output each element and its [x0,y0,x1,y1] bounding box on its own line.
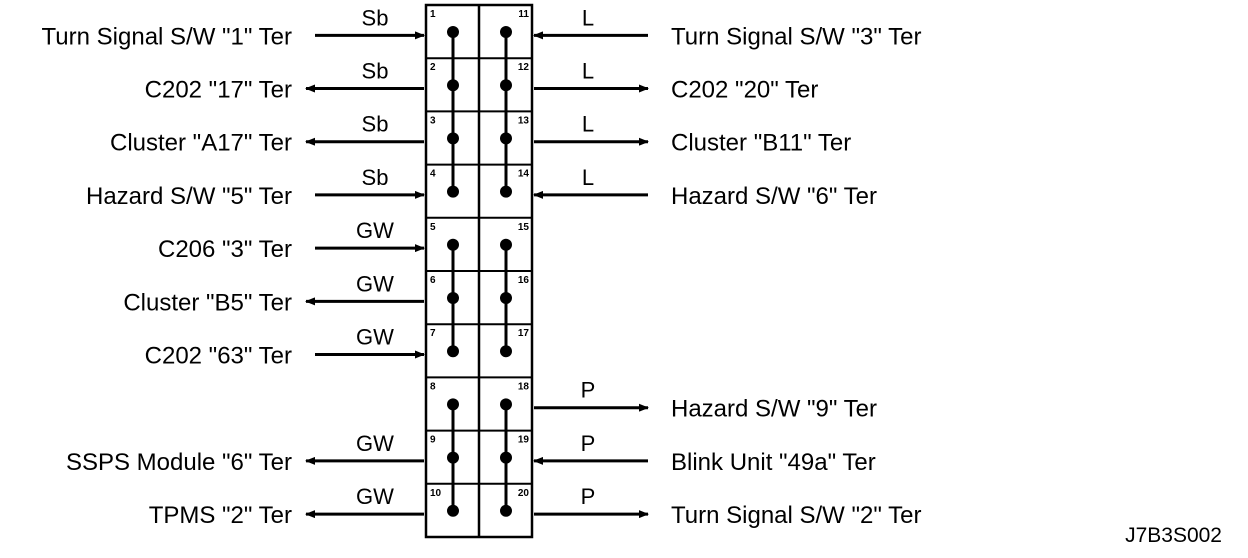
left-wire-color-1: Sb [362,59,389,84]
terminal-dot-18 [500,398,512,411]
pin-number-19: 19 [518,435,530,446]
pin-number-15: 15 [518,222,530,233]
terminal-dot-15 [500,238,512,251]
terminal-dot-9 [447,451,459,464]
terminal-dot-19 [500,451,512,464]
left-terminal-label-6: C202 "63" Ter [145,343,292,370]
pin-number-11: 11 [518,9,529,20]
pin-number-20: 20 [518,488,530,499]
pin-number-10: 10 [430,488,442,499]
terminal-dot-16 [500,292,512,304]
left-terminal-label-8: TPMS "2" Ter [149,502,292,529]
left-wire-color-6: GW [356,325,394,350]
right-wire-color-3: L [582,165,594,190]
pin-number-5: 5 [430,222,436,233]
pin-number-12: 12 [518,62,530,73]
right-wire-color-0: L [582,5,594,30]
left-terminal-label-5: Cluster "B5" Ter [123,289,292,316]
right-terminal-label-5: Blink Unit "49a" Ter [671,449,876,476]
left-terminal-label-1: C202 "17" Ter [145,77,292,104]
pin-number-13: 13 [518,115,530,126]
pin-number-16: 16 [518,275,530,286]
right-terminal-label-6: Turn Signal S/W "2" Ter [671,502,921,529]
left-wire-color-3: Sb [362,165,389,190]
terminal-dot-3 [447,132,459,145]
right-wire-color-1: L [582,59,594,84]
left-wire-color-0: Sb [362,5,389,30]
pin-number-7: 7 [430,328,436,339]
left-terminal-label-0: Turn Signal S/W "1" Ter [42,23,292,50]
right-terminal-label-4: Hazard S/W "9" Ter [671,396,877,423]
right-terminal-label-2: Cluster "B11" Ter [671,130,851,157]
right-terminal-label-0: Turn Signal S/W "3" Ter [671,23,921,50]
right-terminal-label-1: C202 "20" Ter [671,77,818,104]
left-terminal-label-4: C206 "3" Ter [158,236,292,263]
left-wire-color-8: GW [356,484,394,509]
terminal-dot-4 [447,185,459,198]
terminal-dot-7 [447,345,459,358]
terminal-dot-12 [500,79,512,92]
terminal-dot-14 [500,185,512,198]
pin-number-1: 1 [430,9,436,20]
terminal-dot-6 [447,292,459,304]
terminal-dot-2 [447,79,459,92]
terminal-dot-8 [447,398,459,411]
right-wire-color-4: P [581,378,596,403]
terminal-dot-10 [447,504,459,517]
terminal-dot-5 [447,238,459,251]
pin-number-9: 9 [430,435,436,446]
terminal-dot-13 [500,132,512,145]
pin-number-8: 8 [430,381,436,392]
right-wire-color-6: P [581,484,596,509]
left-wire-color-2: Sb [362,112,389,137]
left-terminal-label-3: Hazard S/W "5" Ter [86,183,292,210]
left-wire-color-4: GW [356,218,394,243]
left-terminal-label-7: SSPS Module "6" Ter [66,449,292,476]
terminal-dot-11 [500,26,512,38]
left-wire-color-7: GW [356,431,394,456]
pin-number-6: 6 [430,275,436,286]
pin-number-3: 3 [430,115,436,126]
right-terminal-label-3: Hazard S/W "6" Ter [671,183,877,210]
pin-number-17: 17 [518,328,530,339]
terminal-dot-1 [447,26,459,38]
left-terminal-label-2: Cluster "A17" Ter [110,130,292,157]
pin-number-18: 18 [518,381,530,392]
pin-number-14: 14 [518,169,530,180]
terminal-dot-17 [500,345,512,358]
right-wire-color-5: P [581,431,596,456]
left-wire-color-5: GW [356,271,394,296]
drawing-code: J7B3S002 [1125,524,1222,547]
right-wire-color-2: L [582,112,594,137]
terminal-dot-20 [500,504,512,517]
pin-number-4: 4 [430,169,436,180]
pin-number-2: 2 [430,62,436,73]
